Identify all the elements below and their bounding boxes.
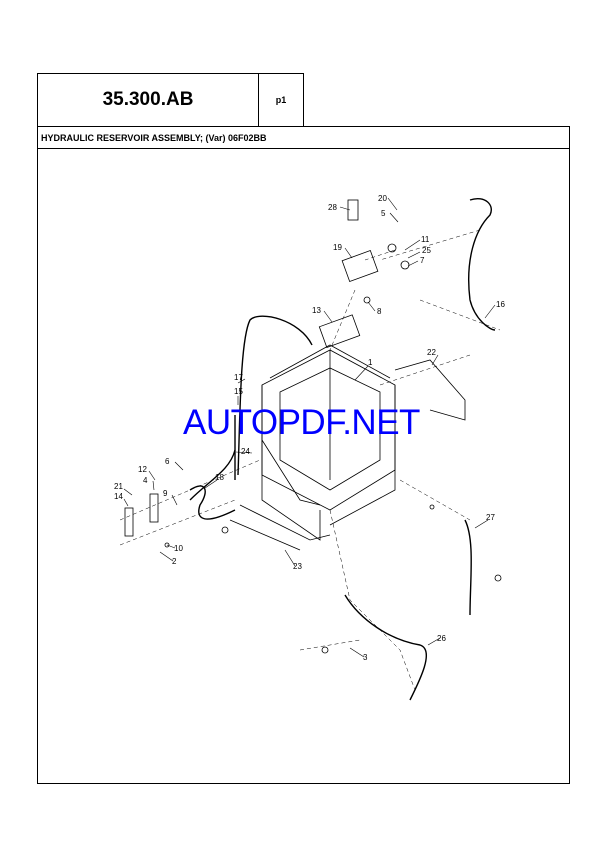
callout-17: 17 [234, 373, 243, 382]
callout-27: 27 [486, 513, 495, 522]
callout-4: 4 [143, 476, 148, 485]
callout-5: 5 [381, 209, 386, 218]
callout-21: 21 [114, 482, 123, 491]
callout-12: 12 [138, 465, 147, 474]
callout-9: 9 [163, 489, 168, 498]
callout-26: 26 [437, 634, 446, 643]
callout-16: 16 [496, 300, 505, 309]
callout-18: 18 [215, 473, 224, 482]
callout-1: 1 [368, 358, 373, 367]
callout-20: 20 [378, 194, 387, 203]
callout-24: 24 [241, 447, 250, 456]
callout-6: 6 [165, 457, 170, 466]
callout-8: 8 [377, 307, 382, 316]
callout-23: 23 [293, 562, 302, 571]
callout-11: 11 [421, 235, 430, 244]
callout-25: 25 [422, 246, 431, 255]
watermark: AUTOPDF.NET [183, 403, 420, 442]
reservoir-frame [229, 344, 466, 551]
callout-10: 10 [174, 544, 183, 553]
callout-22: 22 [427, 348, 436, 357]
callout-2: 2 [172, 557, 177, 566]
callout-19: 19 [333, 243, 342, 252]
callout-28: 28 [328, 203, 337, 212]
callout-7: 7 [420, 256, 425, 265]
callout-15: 15 [234, 387, 243, 396]
callout-3: 3 [363, 653, 368, 662]
callout-13: 13 [312, 306, 321, 315]
callout-14: 14 [114, 492, 123, 501]
diagram-area [37, 148, 570, 784]
